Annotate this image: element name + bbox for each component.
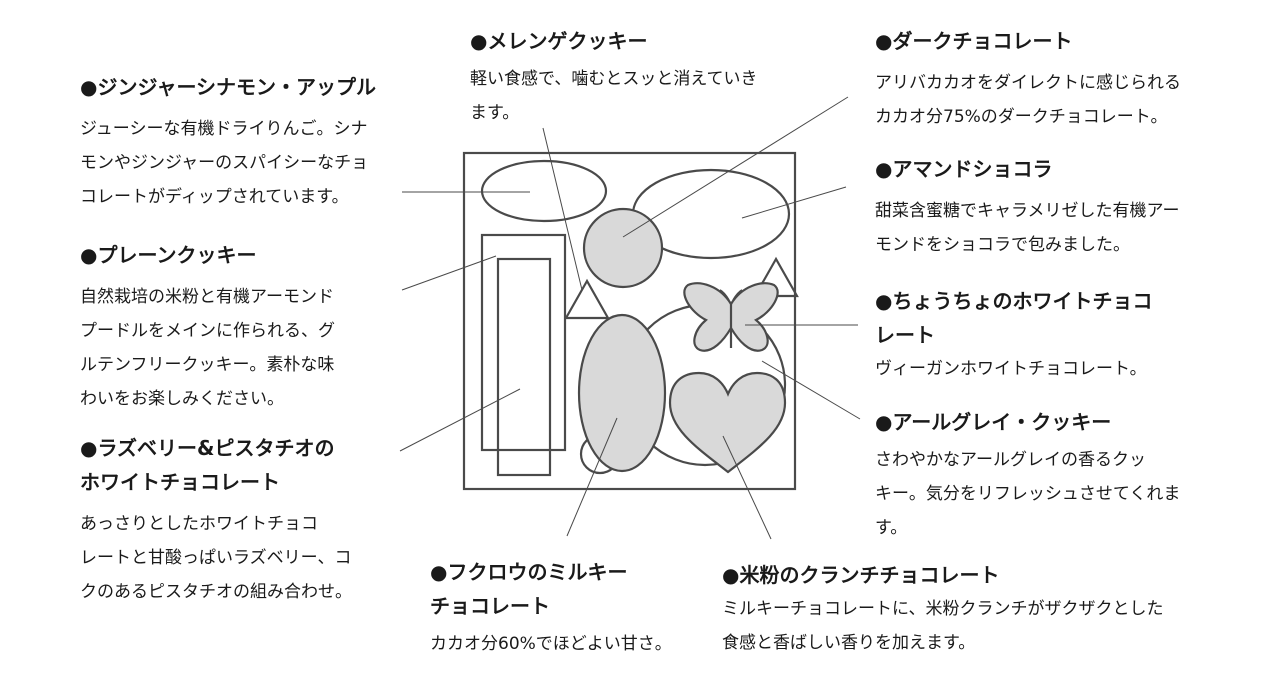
label-ginger-apple: ●ジンジャーシナモン・アップル ジューシーな有機ドライりんご。シナ モンやジンジ… <box>80 70 420 214</box>
piece-owl-milky <box>577 313 667 473</box>
leader-dark-chocolate <box>622 96 849 238</box>
desc-plain-cookie: 自然栽培の米粉と有機アーモンド プードルをメインに作られる、グ ルテンフリークッ… <box>80 287 335 409</box>
desc-earl-grey: さわやかなアールグレイの香るクッ キー。気分をリフレッシュさせてくれま す。 <box>875 450 1181 538</box>
label-plain-cookie: ●プレーンクッキー 自然栽培の米粉と有機アーモンド プードルをメインに作られる、… <box>80 238 400 416</box>
title-raspberry-pistachio: ●ラズベリー&ピスタチオの ホワイトチョコレート <box>80 436 335 494</box>
piece-plain-cookie <box>480 233 567 452</box>
label-rice-crunch: ●米粉のクランチチョコレート ミルキーチョコレートに、米粉クランチがザクザクとし… <box>722 558 1262 660</box>
leader-amande-chocolat <box>741 186 847 219</box>
title-butterfly: ●ちょうちょのホワイトチョコ レート <box>875 289 1153 347</box>
label-earl-grey: ●アールグレイ・クッキー さわやかなアールグレイの香るクッ キー。気分をリフレッ… <box>875 405 1255 545</box>
title-amande-chocolat: ●アマンドショコラ <box>875 157 1053 181</box>
desc-dark-chocolate: アリバカカオをダイレクトに感じられる カカオ分75%のダークチョコレート。 <box>875 73 1181 127</box>
desc-amande-chocolat: 甜菜含蜜糖でキャラメリゼした有機アー モンドをショコラで包みました。 <box>875 201 1180 255</box>
leader-earl-grey <box>761 360 861 420</box>
label-amande-chocolat: ●アマンドショコラ 甜菜含蜜糖でキャラメリゼした有機アー モンドをショコラで包み… <box>875 152 1255 262</box>
label-raspberry-pistachio: ●ラズベリー&ピスタチオの ホワイトチョコレート あっさりとしたホワイトチョコ … <box>80 431 400 609</box>
label-owl-milky: ●フクロウのミルキー チョコレート カカオ分60%でほどよい甘さ。 <box>430 555 720 661</box>
desc-butterfly: ヴィーガンホワイトチョコレート。 <box>875 359 1147 379</box>
piece-rice-crunch-heart <box>668 371 787 474</box>
title-ginger-apple: ●ジンジャーシナモン・アップル <box>80 75 377 99</box>
piece-meringue-left <box>564 278 610 320</box>
label-dark-chocolate: ●ダークチョコレート アリバカカオをダイレクトに感じられる カカオ分75%のダー… <box>875 24 1255 134</box>
piece-ginger-apple <box>480 159 608 223</box>
leader-rice-crunch <box>722 435 772 540</box>
leader-raspberry-pistachio <box>399 388 521 452</box>
leader-plain-cookie <box>401 255 497 291</box>
title-dark-chocolate: ●ダークチョコレート <box>875 29 1073 53</box>
desc-ginger-apple: ジューシーな有機ドライりんご。シナ モンやジンジャーのスパイシーなチョ コレート… <box>80 119 369 207</box>
title-rice-crunch: ●米粉のクランチチョコレート <box>722 563 1000 587</box>
label-butterfly: ●ちょうちょのホワイトチョコ レート ヴィーガンホワイトチョコレート。 <box>875 284 1255 386</box>
desc-rice-crunch: ミルキーチョコレートに、米粉クランチがザクザクとした 食感と香ばしい香りを加えま… <box>722 599 1164 653</box>
piece-raspberry-pistachio <box>496 257 552 477</box>
title-plain-cookie: ●プレーンクッキー <box>80 243 257 267</box>
leader-owl-milky <box>566 417 618 537</box>
desc-raspberry-pistachio: あっさりとしたホワイトチョコ レートと甘酸っぱいラズベリー、コ クのあるピスタチ… <box>80 514 352 602</box>
chocolate-box <box>462 151 797 491</box>
label-meringue: ●メレンゲクッキー 軽い食感で、噛むとスッと消えていき ます。 <box>470 24 810 130</box>
leader-meringue <box>542 127 583 291</box>
desc-meringue: 軽い食感で、噛むとスッと消えていき ます。 <box>470 69 758 123</box>
title-meringue: ●メレンゲクッキー <box>470 29 648 53</box>
title-owl-milky: ●フクロウのミルキー チョコレート <box>430 560 628 618</box>
title-earl-grey: ●アールグレイ・クッキー <box>875 410 1112 434</box>
piece-dark-chocolate <box>582 207 664 289</box>
desc-owl-milky: カカオ分60%でほどよい甘さ。 <box>430 634 672 654</box>
